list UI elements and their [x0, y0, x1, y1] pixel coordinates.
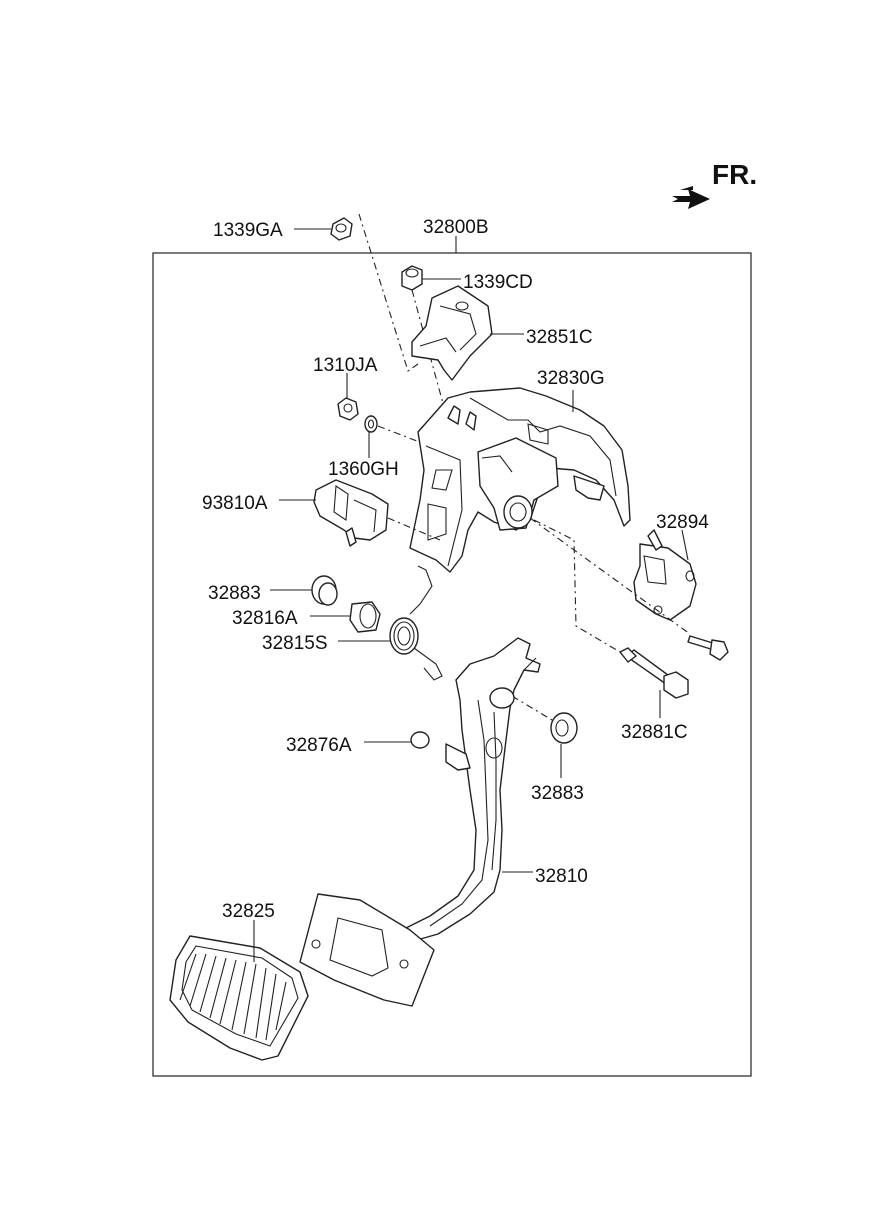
part-32876a[interactable]: 32876A	[286, 731, 430, 756]
part-32883-left[interactable]: 32883	[208, 575, 338, 606]
part-32816a[interactable]: 32816A	[232, 601, 381, 633]
part-32881c[interactable]: 32881C	[619, 647, 689, 743]
arrow-right-icon	[672, 189, 710, 209]
label-32816a: 32816A	[232, 608, 298, 629]
part-32883-right[interactable]: 32883	[531, 712, 584, 804]
part-1310ja[interactable]: 1310JA	[313, 355, 378, 421]
label-32830g: 32830G	[537, 368, 605, 389]
assembly-label: 32800B	[423, 217, 489, 238]
part-32830g[interactable]: 32830G	[409, 368, 631, 573]
label-32810: 32810	[535, 866, 588, 887]
label-32883-right: 32883	[531, 783, 584, 804]
label-1339ga: 1339GA	[213, 220, 283, 241]
part-32825[interactable]: 32825	[169, 901, 309, 1061]
part-32894-bolt[interactable]	[687, 635, 729, 661]
part-32810[interactable]: 32810	[401, 637, 588, 943]
part-1360gh[interactable]: 1360GH	[328, 415, 399, 480]
label-32883-left: 32883	[208, 583, 261, 604]
pedal-plate[interactable]	[299, 893, 435, 1007]
label-1360gh: 1360GH	[328, 459, 399, 480]
label-32851c: 32851C	[526, 327, 593, 348]
part-32894[interactable]: 32894	[633, 512, 709, 621]
front-label: FR.	[712, 159, 757, 190]
label-1310ja: 1310JA	[313, 355, 378, 376]
label-32815s: 32815S	[262, 633, 328, 654]
part-32815s[interactable]: 32815S	[262, 565, 443, 681]
label-32825: 32825	[222, 901, 275, 922]
front-direction-indicator: FR.	[672, 159, 757, 209]
label-32876a: 32876A	[286, 735, 352, 756]
part-32851c[interactable]: 32851C	[411, 285, 593, 381]
part-93810a[interactable]: 93810A	[202, 479, 389, 547]
assembly-frame	[152, 252, 752, 1077]
label-1339cd: 1339CD	[463, 272, 533, 293]
label-32894: 32894	[656, 512, 709, 533]
part-1339ga[interactable]: 1339GA	[213, 217, 353, 241]
label-32881c: 32881C	[621, 722, 688, 743]
part-1339cd[interactable]: 1339CD	[401, 265, 533, 293]
label-93810a: 93810A	[202, 493, 268, 514]
